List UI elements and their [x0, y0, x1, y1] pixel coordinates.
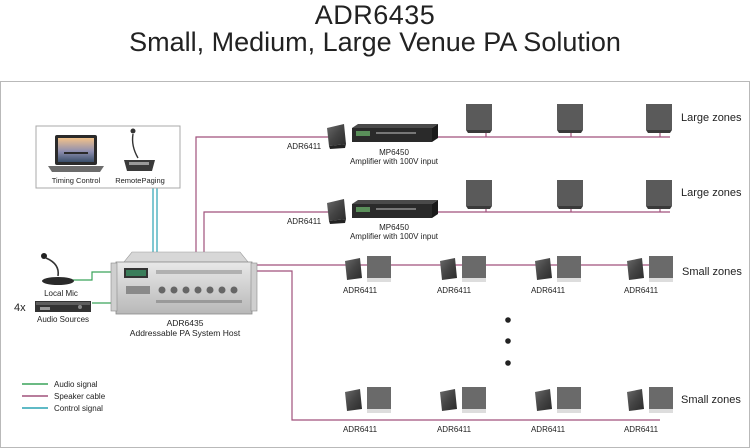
zone-label: Large zones	[681, 112, 742, 124]
module-label: ADR6411	[437, 425, 472, 434]
amplifier-icon	[352, 124, 438, 142]
ceiling-speaker-icon	[466, 180, 492, 209]
continuation-dots	[505, 317, 511, 366]
page-subtitle: Small, Medium, Large Venue PA Solution	[129, 27, 621, 57]
adr6411-module-icon	[535, 387, 581, 413]
host-model-label: ADR6435	[167, 318, 204, 328]
module-label: ADR6411	[624, 286, 659, 295]
amplifier-icon	[352, 200, 438, 218]
ceiling-speaker-icon	[646, 180, 672, 209]
module-label: ADR6411	[287, 217, 322, 226]
ceiling-speaker-icon	[466, 104, 492, 133]
adr6411-module-icon	[440, 387, 486, 413]
audio-cables	[62, 271, 116, 304]
zone-label: Small zones	[681, 394, 741, 406]
legend-speaker-label: Speaker cable	[54, 392, 106, 401]
speaker-cables	[195, 120, 670, 421]
legend-control-label: Control signal	[54, 404, 103, 413]
large-zone-row-2: ADR6411 MP6450 Amplifier with 100V input…	[287, 180, 742, 241]
audio-sources-multiplier: 4x	[14, 302, 26, 314]
paging-microphone-icon	[124, 128, 155, 171]
ceiling-speaker-icon	[557, 180, 583, 209]
small-zone-row-1: ADR6411 ADR6411 ADR6411 ADR6411 Small zo…	[343, 256, 742, 295]
ceiling-speaker-icon	[646, 104, 672, 133]
page-title: ADR6435	[314, 0, 436, 30]
amplifier-description-label: Amplifier with 100V input	[350, 157, 439, 166]
large-zone-row-1: ADR6411 MP6450 Amplifier with 100V input…	[287, 104, 742, 166]
adr6411-module-icon	[345, 387, 391, 413]
ceiling-speaker-icon	[557, 104, 583, 133]
amplifier-model-label: MP6450	[379, 223, 409, 232]
adr6411-module-icon	[627, 256, 673, 282]
legend-audio-label: Audio signal	[54, 380, 98, 389]
remote-paging-label: RemotePaging	[115, 176, 165, 185]
adr6411-module-icon	[627, 387, 673, 413]
module-label: ADR6411	[624, 425, 659, 434]
pa-host-device	[110, 251, 258, 315]
local-mic-label: Local Mic	[44, 289, 78, 298]
module-label: ADR6411	[437, 286, 472, 295]
amplifier-model-label: MP6450	[379, 148, 409, 157]
adr6411-module-icon	[327, 124, 346, 149]
adr6411-module-icon	[345, 256, 391, 282]
module-label: ADR6411	[343, 286, 378, 295]
audio-source-device-icon	[35, 301, 91, 312]
module-label: ADR6411	[531, 286, 566, 295]
laptop-icon	[48, 135, 104, 172]
amplifier-description-label: Amplifier with 100V input	[350, 232, 439, 241]
control-box: Timing Control RemotePaging	[35, 125, 181, 189]
adr6411-module-icon	[327, 199, 346, 224]
timing-control-label: Timing Control	[52, 176, 101, 185]
adr6411-module-icon	[535, 256, 581, 282]
module-label: ADR6411	[343, 425, 378, 434]
host-description-label: Addressable PA System Host	[130, 328, 241, 338]
module-label: ADR6411	[287, 142, 322, 151]
zone-label: Small zones	[682, 266, 742, 278]
audio-sources-label: Audio Sources	[37, 315, 89, 324]
local-microphone-icon	[41, 253, 74, 285]
small-zone-row-2: ADR6411 ADR6411 ADR6411 ADR6411 Small zo…	[343, 387, 741, 434]
zone-label: Large zones	[681, 187, 742, 199]
module-label: ADR6411	[531, 425, 566, 434]
adr6411-module-icon	[440, 256, 486, 282]
legend: Audio signal Speaker cable Control signa…	[22, 380, 106, 413]
